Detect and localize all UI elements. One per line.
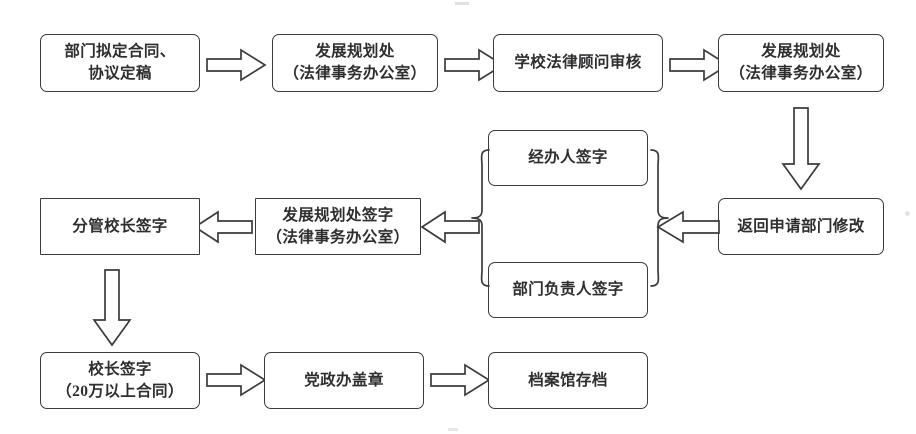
arrow-down-vp-to-president: [92, 268, 132, 348]
arrow-right-draft-to-planning: [205, 48, 267, 82]
arrow-left-branch-to-planning-sign: [419, 209, 481, 245]
node-department-draft[interactable]: 部门拟定合同、 协议定稿: [40, 34, 200, 92]
node-label: 党政办盖章: [304, 371, 384, 389]
scan-artifact-top: [455, 2, 469, 5]
node-label: 部门负责人签字: [512, 281, 624, 298]
node-label: 发展规划处 （法律事务办公室）: [283, 43, 427, 82]
node-president-signature[interactable]: 校长签字 （20万以上合同）: [40, 352, 200, 409]
arrow-right-president-to-office-seal: [205, 363, 267, 397]
node-label: 部门拟定合同、 协议定稿: [64, 43, 176, 82]
node-vice-president-signature[interactable]: 分管校长签字: [40, 198, 200, 255]
scan-artifact-right: [905, 211, 910, 216]
arrow-right-planning-to-counsel: [443, 48, 505, 82]
node-label: 发展规划处 （法律事务办公室）: [729, 43, 873, 82]
node-planning-office-signature[interactable]: 发展规划处签字 （法律事务办公室）: [255, 198, 421, 255]
node-return-to-department[interactable]: 返回申请部门修改: [718, 198, 884, 255]
node-planning-office-1[interactable]: 发展规划处 （法律事务办公室）: [272, 34, 438, 92]
node-handler-signature[interactable]: 经办人签字: [488, 130, 648, 186]
arrow-left-return-to-branch: [655, 209, 721, 245]
arrow-left-planning-sign-to-vp: [192, 209, 254, 245]
bracket-right-signatures: [645, 148, 671, 288]
bracket-left-signatures: [469, 148, 495, 288]
scan-artifact-bottom: [448, 428, 458, 431]
node-party-office-seal[interactable]: 党政办盖章: [264, 352, 424, 409]
arrow-down-planning2-to-return: [781, 106, 821, 192]
node-archive-storage[interactable]: 档案馆存档: [488, 352, 648, 409]
node-label: 经办人签字: [528, 149, 608, 166]
arrow-right-counsel-to-planning2: [668, 48, 730, 82]
node-label: 分管校长签字: [72, 217, 168, 235]
node-label: 档案馆存档: [528, 371, 608, 389]
node-legal-counsel-review[interactable]: 学校法律顾问审核: [493, 34, 663, 92]
node-department-head-signature[interactable]: 部门负责人签字: [488, 262, 648, 318]
node-planning-office-2[interactable]: 发展规划处 （法律事务办公室）: [718, 34, 884, 92]
node-label: 学校法律顾问审核: [514, 54, 642, 71]
arrow-right-seal-to-archive: [429, 363, 491, 397]
node-label: 发展规划处签字 （法律事务办公室）: [266, 206, 410, 246]
node-label: 返回申请部门修改: [737, 217, 865, 235]
node-label: 校长签字 （20万以上合同）: [56, 360, 184, 400]
